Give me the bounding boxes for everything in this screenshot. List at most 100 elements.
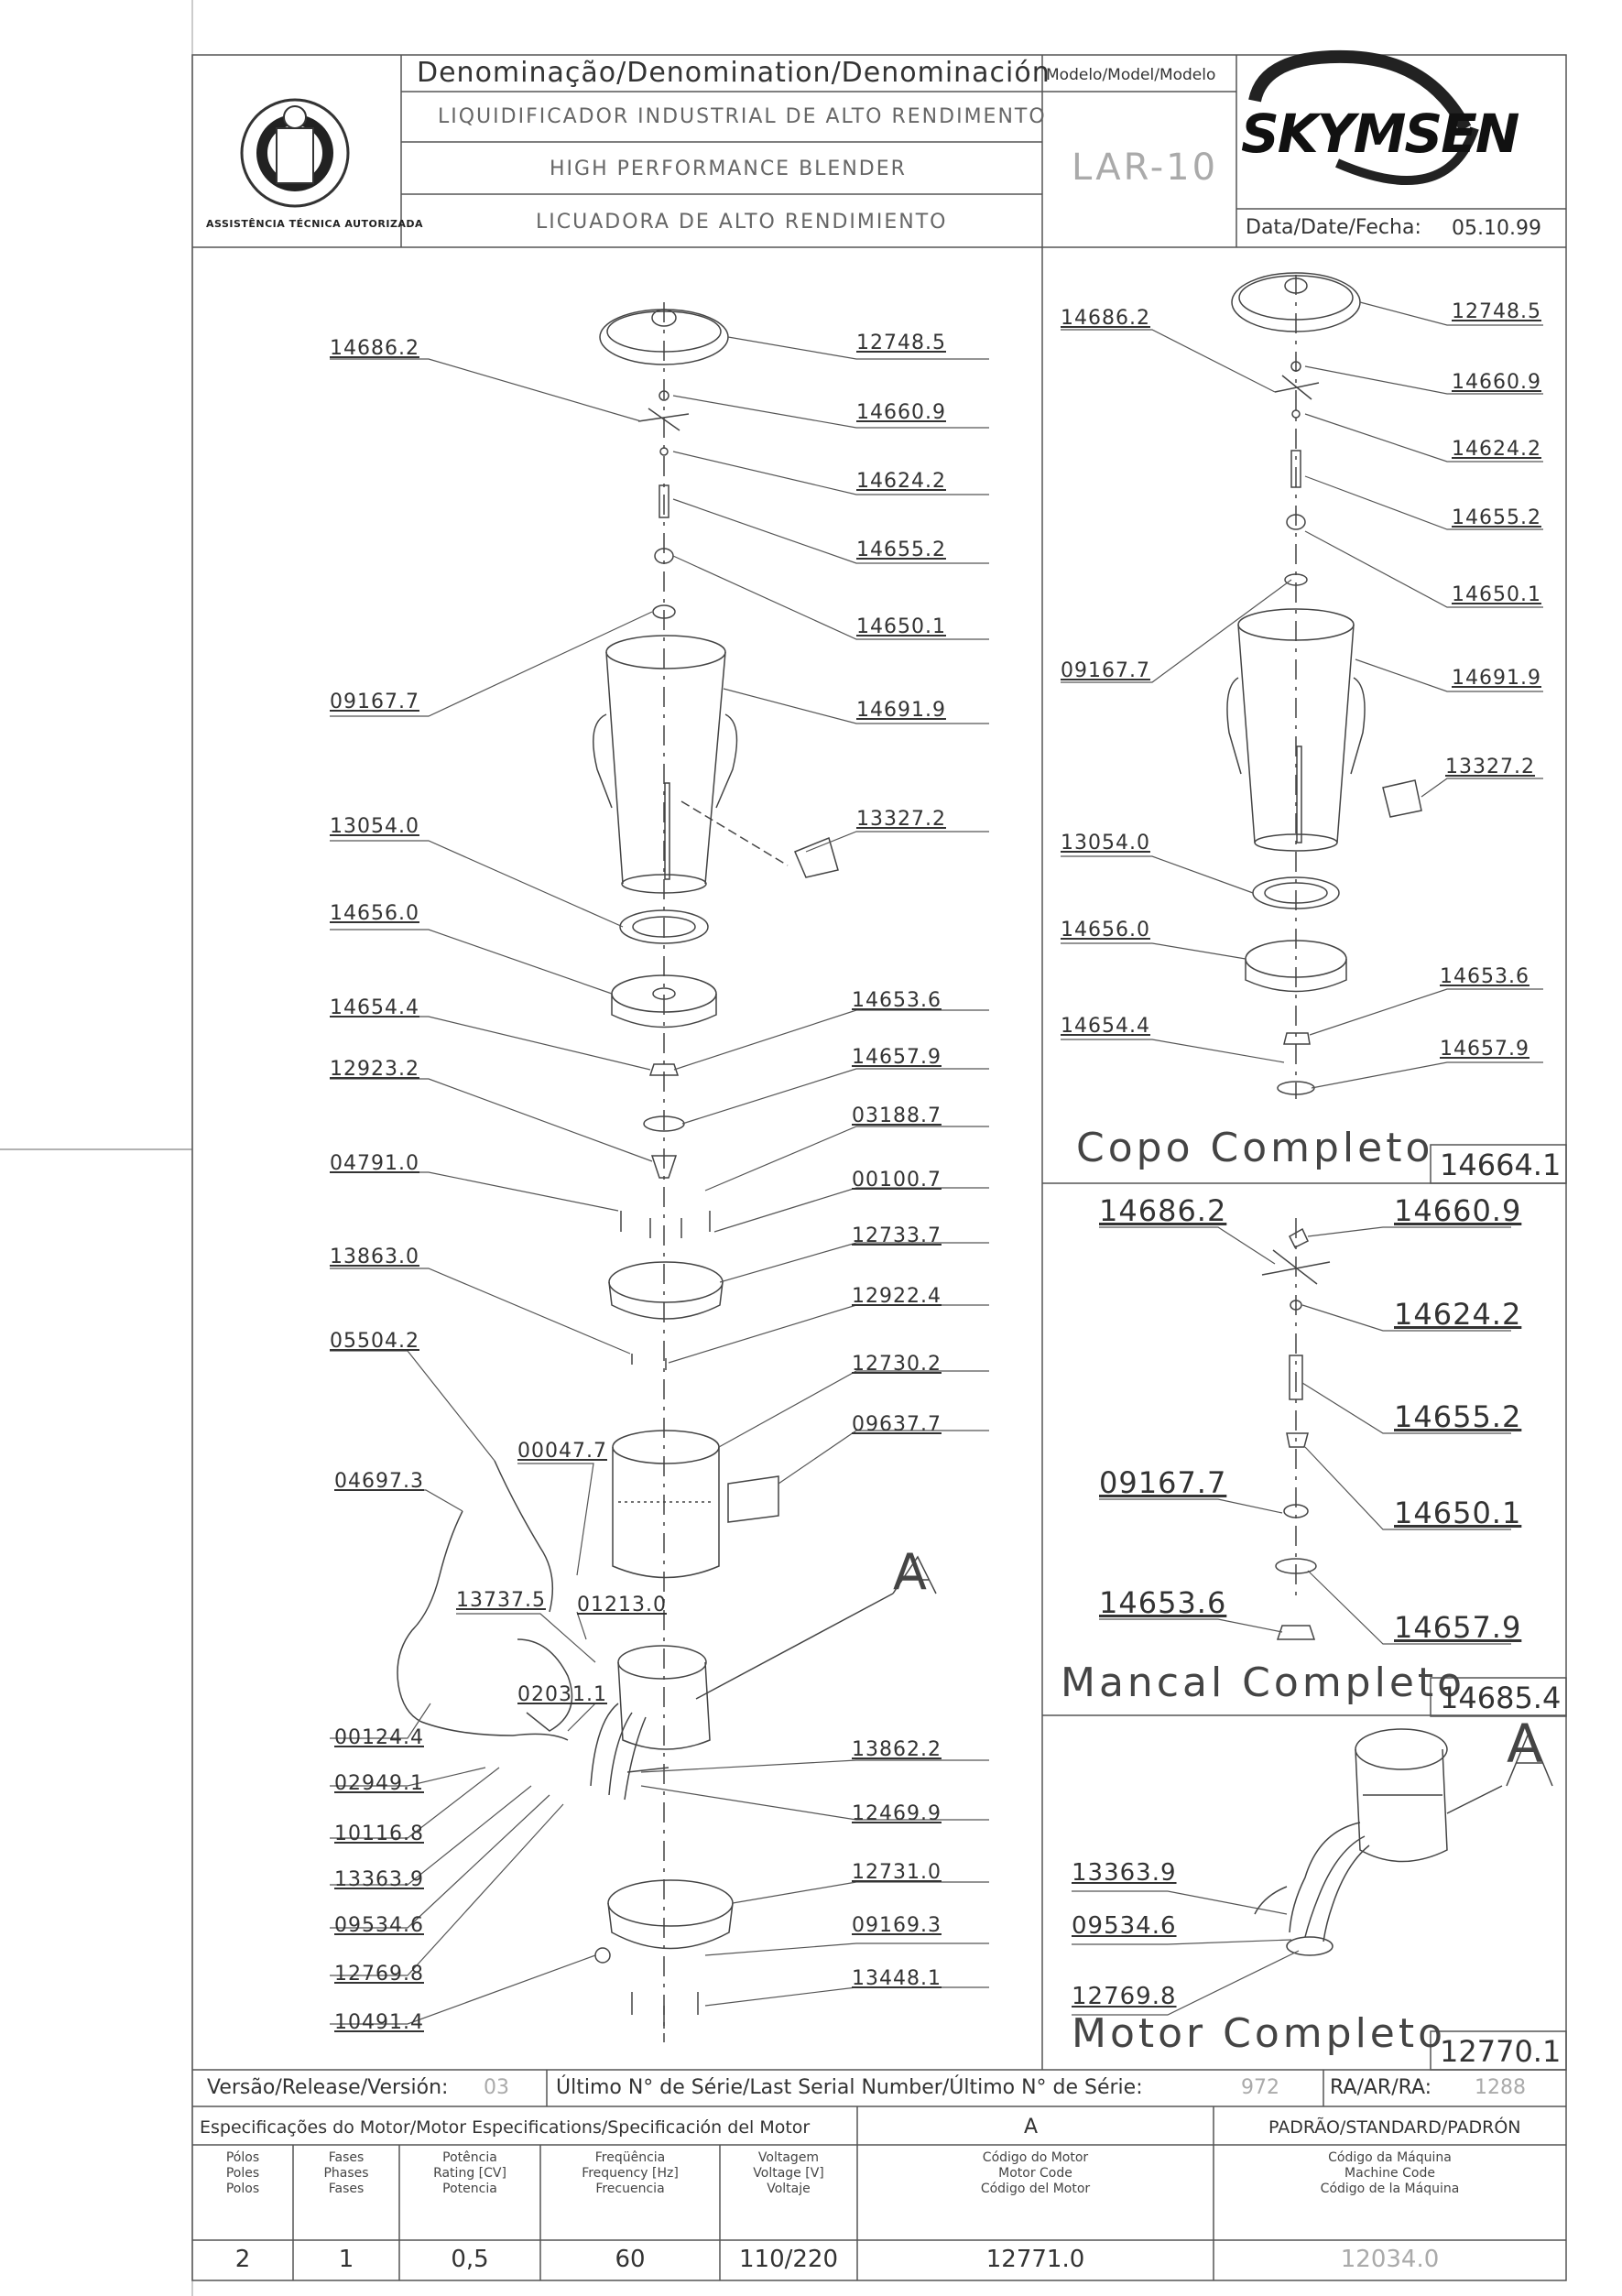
main-exploded-view [397, 302, 937, 2042]
model-label: Modelo/Model/Modelo [1046, 66, 1216, 84]
spec-value-machine-code: 12034.0 [1340, 2246, 1440, 2273]
part-label: 13363.9 [334, 1868, 424, 1891]
part-label: 13327.2 [856, 808, 946, 831]
part-label: 04791.0 [330, 1152, 419, 1175]
copo-leader-lines [1061, 301, 1543, 1089]
part-label: 12923.2 [330, 1058, 419, 1081]
motor-leader-lines [1072, 1890, 1300, 2016]
part-label: 09169.3 [852, 1914, 942, 1937]
mancal-drawing [1261, 1218, 1331, 1640]
copo-part-label: 14686.2 [1061, 307, 1150, 330]
callout-a-label: A [893, 1543, 927, 1601]
copo-part-label: 14624.2 [1452, 438, 1541, 461]
part-label: 14654.4 [330, 996, 419, 1019]
spec-header-rating: Potência Rating [CV] Potencia [433, 2150, 506, 2196]
spec-value-voltage: 110/220 [738, 2246, 838, 2273]
spec-value-rating: 0,5 [451, 2246, 489, 2273]
copo-title: Copo Completo [1076, 1125, 1434, 1171]
version-value: 03 [484, 2076, 509, 2099]
motor-code: 12770.1 [1440, 2034, 1562, 2069]
spec-header-poles: Pólos Poles Polos [225, 2150, 260, 2196]
part-label: 12748.5 [856, 332, 946, 354]
spec-header-motor-code: Código do Motor Motor Code Código del Mo… [980, 2150, 1091, 2196]
part-label: 14657.9 [852, 1046, 942, 1069]
mancal-part-label: 14657.9 [1394, 1610, 1522, 1645]
motor-part-label: 09534.6 [1072, 1912, 1177, 1940]
part-label: 14660.9 [856, 401, 946, 424]
part-label: 03188.7 [852, 1104, 942, 1127]
copo-part-label: 14653.6 [1440, 965, 1529, 988]
spec-value-poles: 2 [234, 2246, 251, 2273]
product-name-pt: LIQUIDIFICADOR INDUSTRIAL DE ALTO RENDIM… [438, 105, 1047, 128]
ra-label: RA/AR/RA: [1330, 2076, 1432, 2099]
part-label: 12733.7 [852, 1224, 942, 1247]
part-label: 14624.2 [856, 470, 946, 493]
motor-drawing [1254, 1728, 1553, 1956]
part-label: 10491.4 [334, 2011, 424, 2034]
part-label: 00100.7 [852, 1169, 942, 1192]
part-label: 14653.6 [852, 989, 942, 1012]
copo-part-label: 13327.2 [1445, 756, 1535, 778]
part-label: 12730.2 [852, 1353, 942, 1376]
part-label: 04697.3 [334, 1470, 424, 1493]
main-leader-lines [330, 336, 989, 2025]
denomination-label: Denominação/Denomination/Denominación [417, 57, 1050, 89]
part-label: 14650.1 [856, 615, 946, 638]
seal-text: ASSISTÊNCIA TÉCNICA AUTORIZADA [206, 218, 424, 230]
ra-value: 1288 [1475, 2076, 1526, 2099]
copo-part-label: 12748.5 [1452, 300, 1541, 323]
brand-swoosh [1248, 49, 1479, 185]
part-label: 02949.1 [334, 1772, 424, 1795]
part-label: 14656.0 [330, 902, 419, 925]
part-label: 13862.2 [852, 1738, 942, 1761]
spec-header-machine-code: Código da Máquina Machine Code Código de… [1320, 2150, 1460, 2196]
part-label: 14691.9 [856, 699, 946, 722]
spec-a: A [1024, 2116, 1039, 2138]
mancal-part-label: 14655.2 [1394, 1399, 1522, 1434]
part-label: 12731.0 [852, 1861, 942, 1884]
part-label: 01213.0 [577, 1594, 667, 1616]
copo-code: 14664.1 [1440, 1148, 1562, 1182]
motor-title: Motor Completo [1072, 2010, 1447, 2057]
spec-header-voltage: Voltagem Voltage [V] Voltaje [753, 2150, 824, 2196]
mancal-part-label: 14653.6 [1099, 1585, 1227, 1620]
copo-part-label: 14650.1 [1452, 583, 1541, 606]
part-label: 10116.8 [334, 1823, 424, 1845]
part-label: 13863.0 [330, 1246, 419, 1268]
mancal-leader-lines [1099, 1226, 1511, 1645]
part-label: 02031.1 [517, 1683, 607, 1706]
mancal-part-label: 14660.9 [1394, 1193, 1522, 1228]
copo-part-label: 14655.2 [1452, 506, 1541, 529]
part-label: 13054.0 [330, 815, 419, 838]
date-label: Data/Date/Fecha: [1246, 216, 1421, 239]
motor-part-label: 13363.9 [1072, 1859, 1177, 1887]
part-label: 00124.4 [334, 1726, 424, 1749]
mancal-title: Mancal Completo [1061, 1659, 1466, 1706]
motor-callout-a: A [1507, 1713, 1543, 1775]
part-label: 12469.9 [852, 1802, 942, 1825]
copo-part-label: 14691.9 [1452, 667, 1541, 690]
copo-part-label: 14660.9 [1452, 371, 1541, 394]
part-label: 12769.8 [334, 1963, 424, 1986]
spec-value-phases: 1 [338, 2246, 354, 2273]
date-value: 05.10.99 [1452, 217, 1541, 240]
product-name-en: HIGH PERFORMANCE BLENDER [550, 158, 907, 180]
standard-label: PADRÃO/STANDARD/PADRÓN [1268, 2117, 1521, 2138]
part-label: 09637.7 [852, 1413, 942, 1436]
part-label: 00047.7 [517, 1440, 607, 1463]
serial-label: Último N° de Série/Last Serial Number/Úl… [556, 2076, 1143, 2099]
copo-part-label: 09167.7 [1061, 659, 1150, 682]
spec-label: Especificações do Motor/Motor Especifica… [200, 2117, 811, 2138]
part-label: 05504.2 [330, 1330, 419, 1353]
copo-part-label: 14656.0 [1061, 919, 1150, 941]
product-name-es: LICUADORA DE ALTO RENDIMIENTO [536, 211, 948, 234]
copo-part-label: 13054.0 [1061, 832, 1150, 854]
version-label: Versão/Release/Versión: [207, 2076, 449, 2099]
mancal-code: 14685.4 [1440, 1681, 1562, 1715]
model-value: LAR-10 [1072, 147, 1219, 189]
copo-drawing [1226, 272, 1422, 1099]
part-label: 12922.4 [852, 1285, 942, 1308]
motor-part-label: 12769.8 [1072, 1983, 1177, 2010]
copo-part-label: 14657.9 [1440, 1038, 1529, 1061]
brand-logo: SKYMSEN [1241, 103, 1519, 165]
